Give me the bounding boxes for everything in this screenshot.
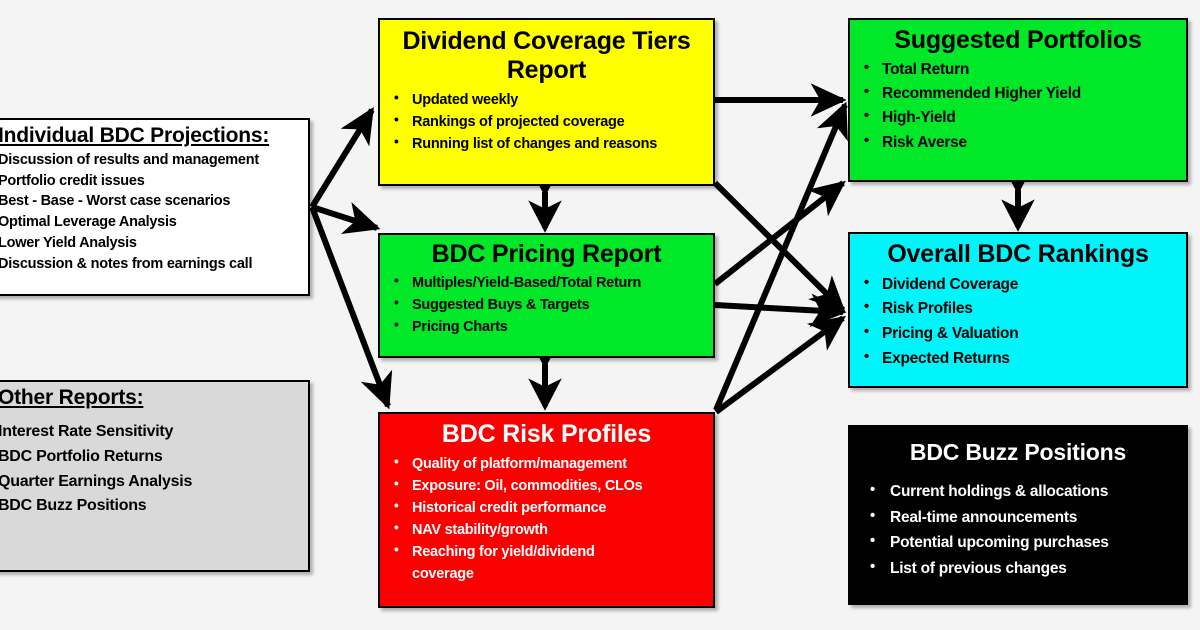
list-item: Running list of changes and reasons bbox=[386, 132, 707, 155]
arrow-pricing-to-portfolios bbox=[713, 180, 846, 287]
box-title: BDC Buzz Positions bbox=[909, 439, 1127, 465]
box-item-list: Current holdings & allocations Real-time… bbox=[856, 478, 1180, 582]
box-suggested-portfolios[interactable]: Suggested Portfolios Total Return Recomm… bbox=[848, 18, 1188, 182]
list-item: Suggested Buys & Targets bbox=[386, 293, 707, 316]
list-item: Expected Returns bbox=[856, 346, 1180, 372]
box-bdc-risk-profiles[interactable]: BDC Risk Profiles Quality of platform/ma… bbox=[378, 412, 715, 608]
box-bdc-buzz-positions[interactable]: BDC Buzz Positions Current holdings & al… bbox=[848, 425, 1188, 605]
box-title: Dividend Coverage Tiers Report bbox=[402, 27, 691, 84]
list-item: NAV stability/growth bbox=[386, 518, 707, 541]
list-item: Real-time announcements bbox=[856, 504, 1180, 531]
box-item-list: Quality of platform/management Exposure:… bbox=[386, 451, 707, 585]
box-title: BDC Pricing Report bbox=[431, 240, 662, 268]
list-item: Discussion & notes from earnings call bbox=[0, 255, 253, 272]
box-individual-bdc-projections[interactable]: Individual BDC Projections: Discussion o… bbox=[0, 118, 310, 296]
box-item-list: Total Return Recommended Higher Yield Hi… bbox=[856, 56, 1180, 156]
list-item: Dividend Coverage bbox=[856, 272, 1180, 298]
list-item: Multiples/Yield-Based/Total Return bbox=[386, 270, 707, 294]
box-title: Overall BDC Rankings bbox=[887, 240, 1149, 268]
box-item-list: Interest Rate Sensitivity BDC Portfolio … bbox=[0, 420, 302, 519]
arrow-pricing-to-rankings bbox=[714, 293, 847, 328]
box-title: Individual BDC Projections: bbox=[0, 124, 270, 147]
box-title: BDC Risk Profiles bbox=[441, 420, 652, 448]
list-item: Risk Averse bbox=[856, 130, 1180, 155]
list-item: Quality of platform/management bbox=[386, 451, 707, 475]
box-item-list: Multiples/Yield-Based/Total Return Sugge… bbox=[386, 270, 707, 338]
box-item-list: Dividend Coverage Risk Profiles Pricing … bbox=[856, 272, 1180, 372]
list-item: Pricing & Valuation bbox=[856, 321, 1180, 347]
box-title: Other Reports: bbox=[0, 386, 144, 409]
arrow-projections-to-pricing bbox=[311, 202, 381, 235]
list-item: Updated weekly bbox=[386, 88, 707, 111]
box-item-list: Updated weekly Rankings of projected cov… bbox=[386, 88, 707, 155]
list-item: Recommended Higher Yield bbox=[856, 81, 1180, 106]
list-item: Optimal Leverage Analysis bbox=[0, 214, 177, 231]
arrow-dividend-to-rankings bbox=[712, 180, 846, 313]
list-item: BDC Buzz Positions bbox=[0, 497, 147, 515]
list-item: Historical credit performance bbox=[386, 496, 707, 519]
list-item: High-Yield bbox=[856, 105, 1180, 130]
list-item: Risk Profiles bbox=[856, 296, 1180, 322]
list-item: Interest Rate Sensitivity bbox=[0, 422, 174, 440]
list-item: Best - Base - Worst case scenarios bbox=[0, 193, 231, 210]
list-item: Exposure: Oil, commodities, CLOs bbox=[386, 474, 707, 497]
arrow-projections-to-risk bbox=[309, 205, 393, 410]
list-item: Current holdings & allocations bbox=[856, 478, 1180, 505]
list-item: Total Return bbox=[856, 56, 1180, 82]
box-bdc-pricing-report[interactable]: BDC Pricing Report Multiples/Yield-Based… bbox=[378, 233, 715, 358]
list-item: Portfolio credit issues bbox=[0, 172, 145, 189]
box-item-list: Discussion of results and management Por… bbox=[0, 150, 302, 274]
arrow-projections-to-dividend bbox=[309, 106, 375, 209]
list-item: Discussion of results and management bbox=[0, 151, 259, 168]
box-dividend-coverage-tiers-report[interactable]: Dividend Coverage Tiers Report Updated w… bbox=[378, 18, 715, 186]
list-item: Potential upcoming purchases bbox=[856, 529, 1180, 556]
list-item: Quarter Earnings Analysis bbox=[0, 472, 193, 490]
box-overall-bdc-rankings[interactable]: Overall BDC Rankings Dividend Coverage R… bbox=[848, 232, 1188, 388]
list-item: Rankings of projected coverage bbox=[386, 110, 707, 133]
list-item: BDC Portfolio Returns bbox=[0, 447, 163, 465]
list-item: Lower Yield Analysis bbox=[0, 234, 137, 251]
arrow-risk-to-portfolios bbox=[713, 101, 848, 412]
list-item: List of previous changes bbox=[856, 555, 1180, 582]
arrow-risk-to-rankings bbox=[714, 315, 846, 415]
box-title: Suggested Portfolios bbox=[894, 26, 1142, 54]
list-item: Reaching for yield/dividend bbox=[386, 540, 707, 563]
list-item: Pricing Charts bbox=[386, 315, 707, 338]
list-item-continuation: coverage bbox=[412, 565, 474, 582]
box-other-reports[interactable]: Other Reports: Interest Rate Sensitivity… bbox=[0, 380, 310, 572]
